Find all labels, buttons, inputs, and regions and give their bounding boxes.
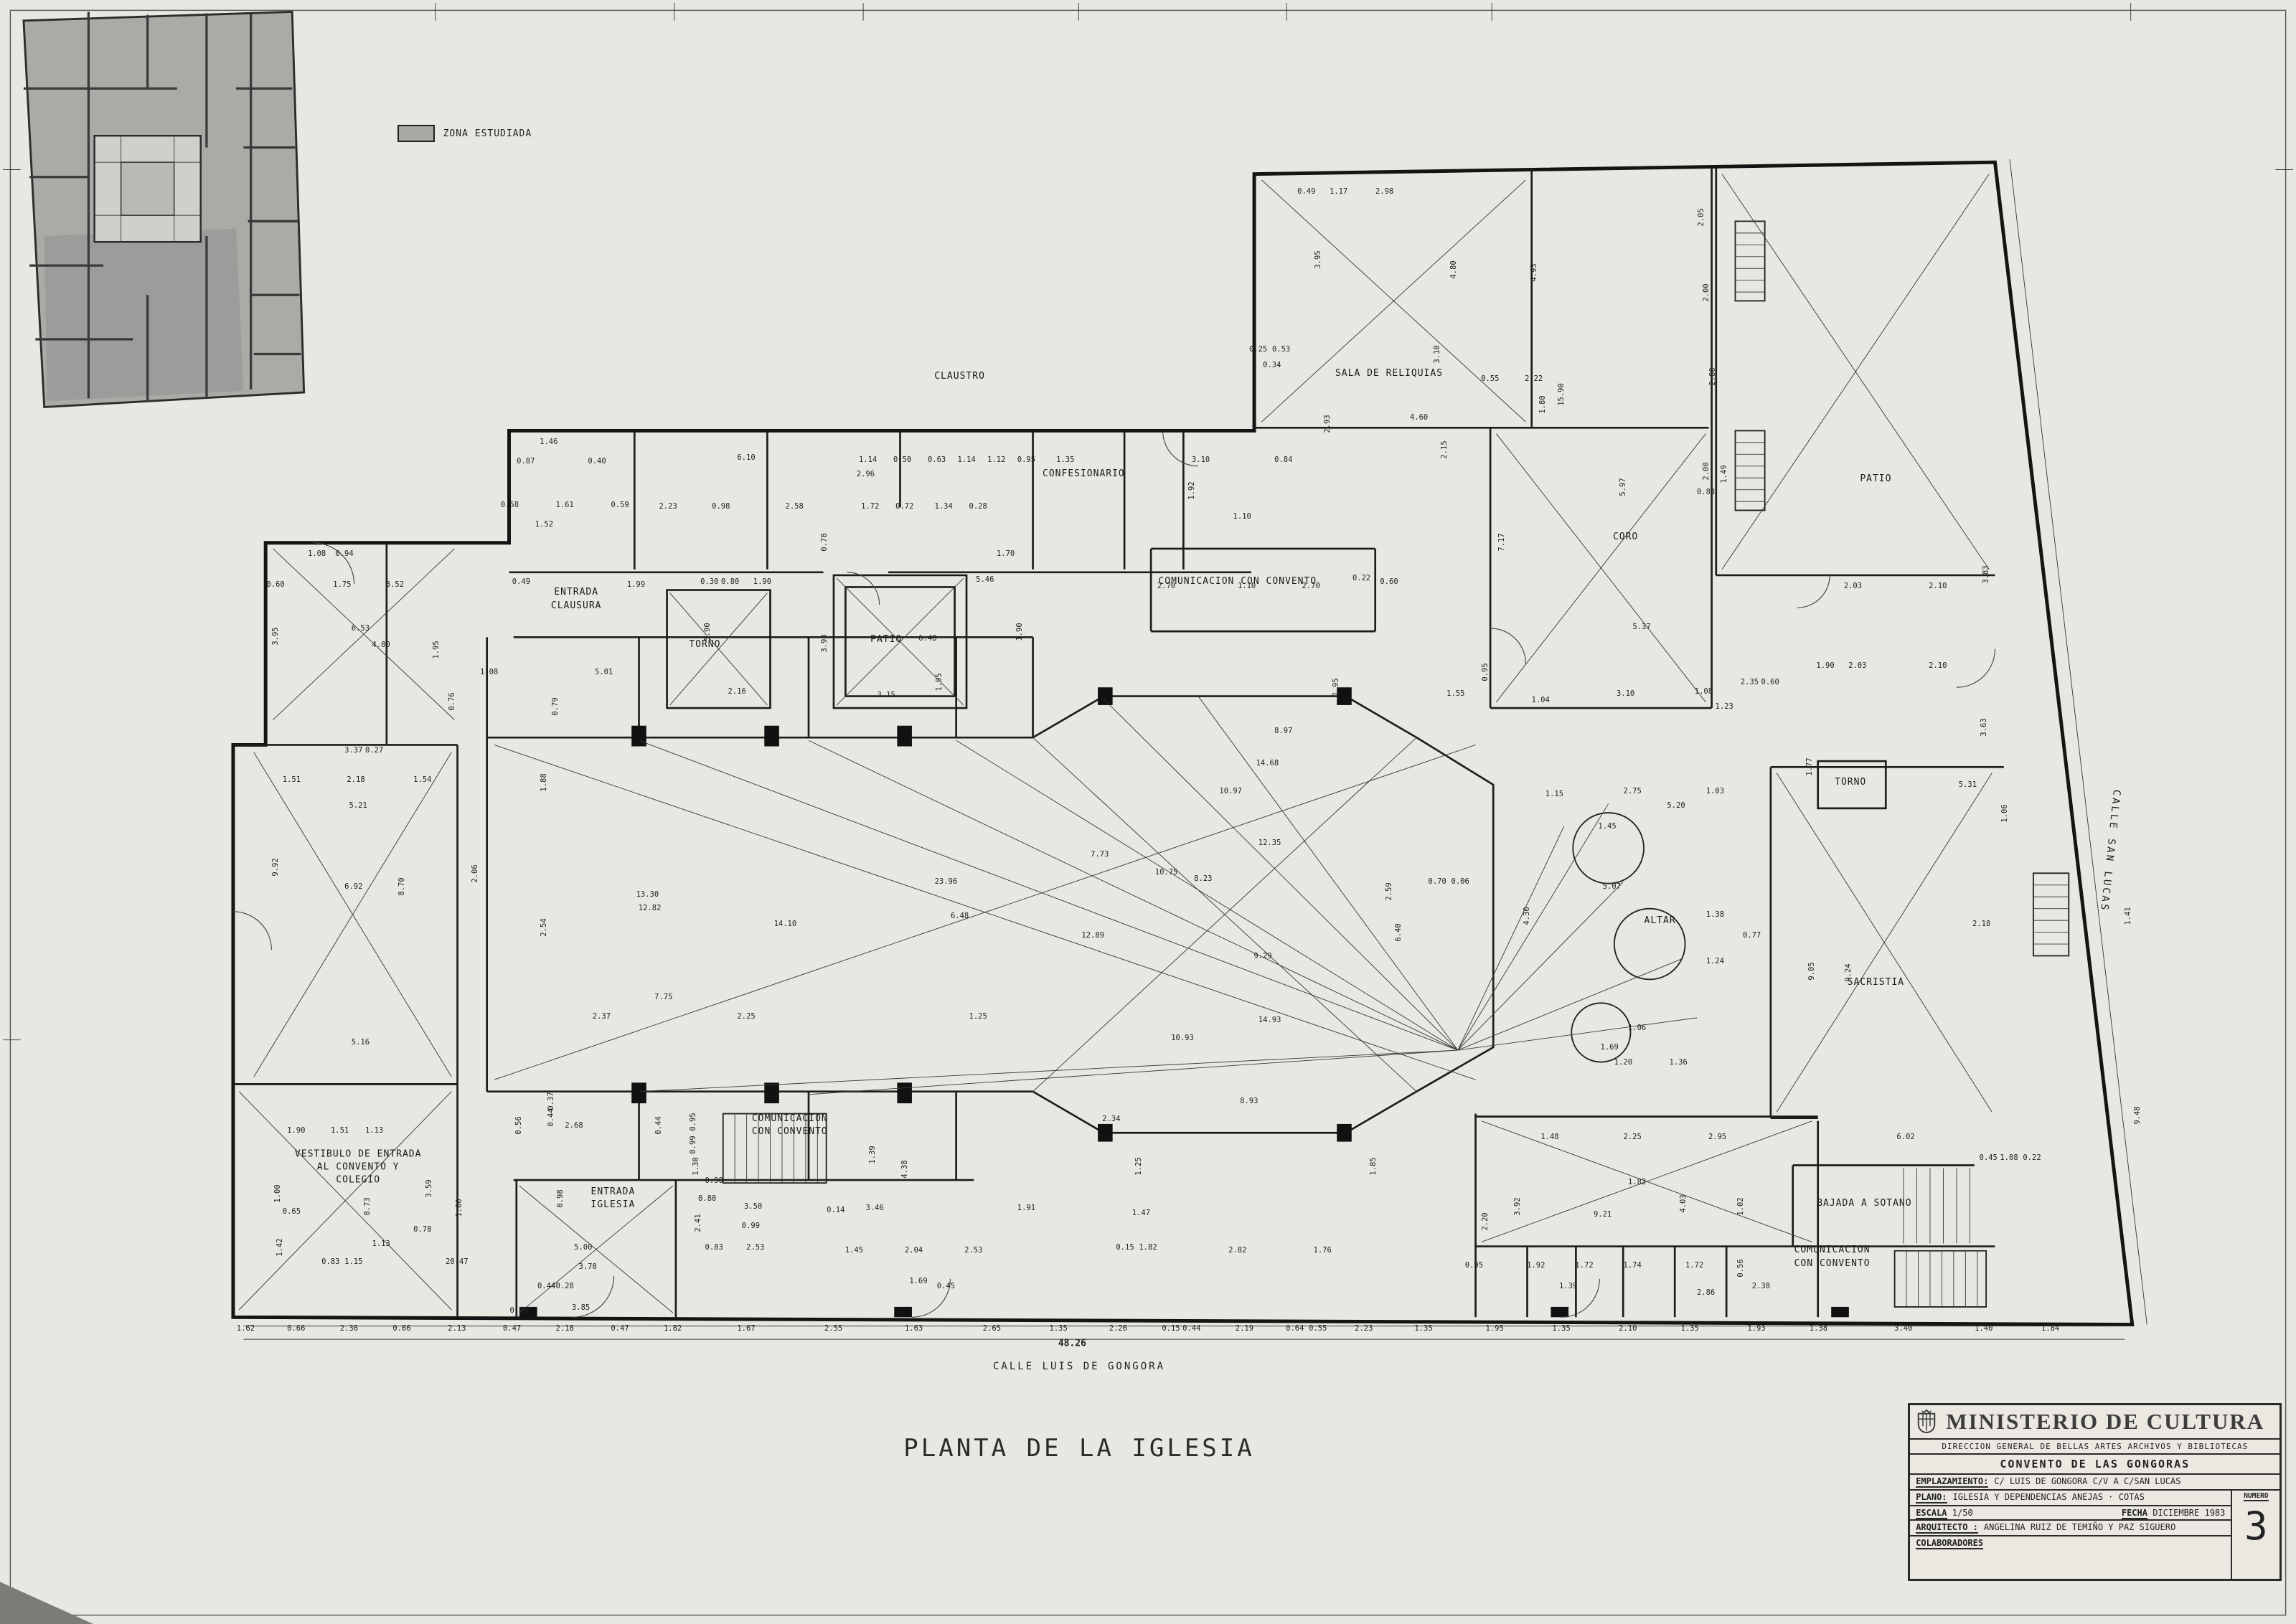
dimension-lines [238,159,2147,1340]
north-east-rooms-walls [1254,168,1995,709]
apse-chapel [1571,1002,1632,1063]
ministry-crest-icon [1917,1409,1936,1434]
plano-value: IGLESIA Y DEPENDENCIAS ANEJAS · COTAS [1952,1492,2145,1503]
site-plan-inset [22,10,306,409]
legend-swatch-icon [397,125,435,143]
overall-width-dimension: 48.26 [1058,1338,1086,1349]
legend: ZONA ESTUDIADA [397,125,532,143]
sacristia-walls [1769,760,2004,1120]
sheet-number-cell: NUMERO 3 [2232,1491,2279,1579]
emplazamiento-label: EMPLAZAMIENTO: [1916,1476,1989,1488]
escala-value: 1/50 [1952,1508,1973,1519]
convent-passage-walls [1149,547,1377,633]
nave-walls [486,636,1034,1318]
colaboradores-label: COLABORADORES [1916,1538,1984,1550]
title-block: MINISTERIO DE CULTURA DIRECCION GENERAL … [1908,1403,2282,1582]
fecha-label: FECHA [2121,1508,2147,1520]
plano-label: PLANO: [1916,1492,1947,1504]
frame-tick-marks [3,3,2293,1041]
legend-label: ZONA ESTUDIADA [443,128,532,139]
cloister-corridor-walls [385,430,1251,745]
west-rooms-walls [232,744,458,1318]
department-line: DIRECCION GENERAL DE BELLAS ARTES ARCHIV… [1910,1440,2280,1455]
piers [519,687,1849,1318]
south-east-rooms-walls [1474,1113,1995,1318]
apse-chapel [1572,812,1645,884]
escala-label: ESCALA [1916,1508,1947,1520]
arquitecto-row: ARQUITECTO : ANGELINA RUIZ DE TEMIÑO Y P… [1910,1521,2233,1537]
arquitecto-label: ARQUITECTO : [1916,1522,1978,1534]
plano-row: PLANO: IGLESIA Y DEPENDENCIAS ANEJAS · C… [1910,1491,2233,1507]
drawing-title: PLANTA DE LA IGLESIA [903,1434,1255,1463]
sheet-number: 3 [2244,1503,2268,1549]
outer-walls [231,160,2135,1327]
sheet-frame [9,9,2287,1616]
project-title: CONVENTO DE LAS GONGORAS [1910,1455,2280,1476]
emplazamiento-value: C/ LUIS DE GONGORA C/V A C/SAN LUCAS [1994,1476,2181,1487]
crossing-presbytery-walls [1032,695,1495,1134]
ministry-title: MINISTERIO DE CULTURA [1946,1409,2265,1435]
numero-label: NUMERO [2244,1492,2269,1502]
escala-fecha-row: ESCALA 1/50 FECHA DICIEMBRE 1983 [1910,1506,2233,1521]
colaboradores-row: COLABORADORES [1910,1536,2233,1580]
emplazamiento-row: EMPLAZAMIENTO: C/ LUIS DE GONGORA C/V A … [1910,1475,2280,1491]
fecha-value: DICIEMBRE 1983 [2152,1508,2226,1519]
apse-chapel [1613,907,1686,981]
arquitecto-value: ANGELINA RUIZ DE TEMIÑO Y PAZ SIGUERO [1983,1522,2176,1533]
stairs [722,220,2070,1308]
street-label-bottom: CALLE LUIS DE GONGORA [992,1361,1166,1373]
door-swing-arcs [232,430,1996,1318]
ministry-header: MINISTERIO DE CULTURA [1910,1405,2280,1440]
